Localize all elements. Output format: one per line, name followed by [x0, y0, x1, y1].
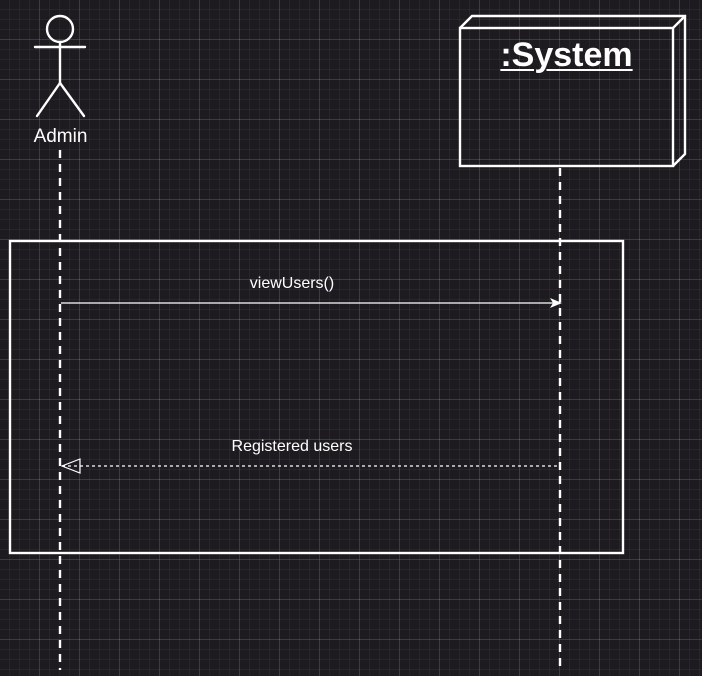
system-lifeline-title: :System	[500, 36, 633, 74]
system-lifeline-box[interactable]	[458, 14, 687, 168]
actor-name-label: Admin	[33, 126, 88, 147]
message-view-users-label: viewUsers()	[249, 275, 335, 292]
message-registered-users-label: Registered users	[231, 438, 353, 455]
stick-figure-icon[interactable]	[33, 14, 87, 118]
interaction-frame[interactable]	[8, 239, 625, 555]
